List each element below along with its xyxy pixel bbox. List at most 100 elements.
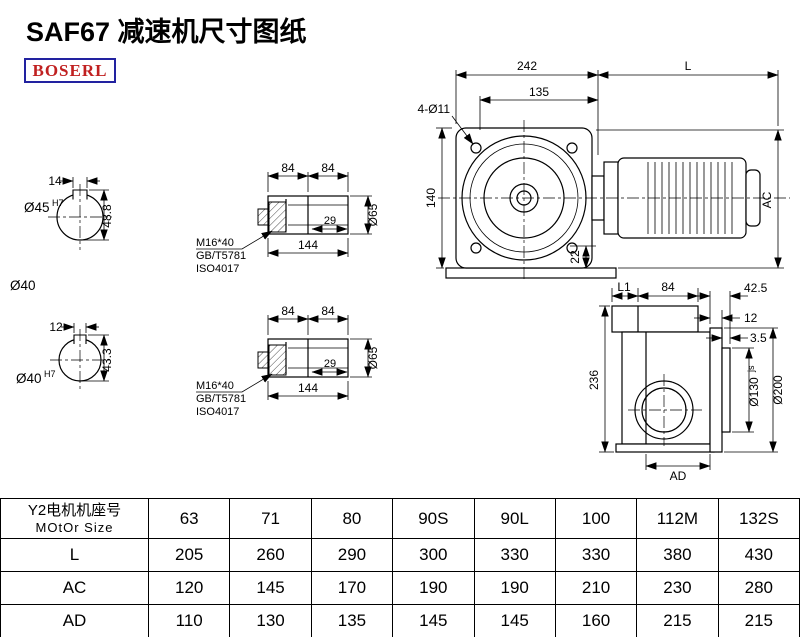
table-cell: 130	[229, 604, 312, 637]
table-cell: 145	[392, 604, 475, 637]
bolt-spec-1: M16*40	[196, 237, 234, 249]
dim-L1: L1	[617, 280, 631, 294]
row-label-AD: AD	[0, 604, 149, 637]
dim-22: 22	[568, 250, 582, 264]
table-cell: 210	[554, 571, 638, 605]
shaft-detail-bottom: 84 84 29 144 Ø65 M16*40 GB/T5781 ISO4017	[196, 304, 380, 418]
dim-144: 144	[298, 238, 318, 252]
bolt-spec-2: GB/T5781	[196, 250, 246, 262]
bolt-section	[268, 201, 287, 233]
bolt-hole	[566, 242, 578, 254]
dim-144: 144	[298, 381, 318, 395]
dim-bore-45-tol: H7	[52, 198, 64, 208]
table-cell: 330	[473, 538, 556, 572]
dim-242: 242	[517, 59, 537, 73]
dim-140: 140	[424, 188, 438, 208]
table-cell: 120	[147, 571, 231, 605]
output-bore	[634, 380, 694, 440]
side-view: L1 84 42.5 12 3.5 236 Ø1	[587, 280, 785, 483]
dim-48-8: 48.8	[100, 204, 114, 228]
table-cell: 260	[229, 538, 312, 572]
dim-d65: Ø65	[366, 346, 380, 369]
size-cell: 100	[554, 498, 638, 539]
size-cell: 90S	[392, 498, 475, 539]
table-cell: 290	[310, 538, 394, 572]
dim-43-3: 43.3	[100, 348, 114, 372]
row-label-L: L	[0, 538, 149, 572]
table-cell: 145	[229, 571, 312, 605]
dim-d130: Ø130	[747, 377, 761, 407]
boserl-logo-text: BOSERL	[32, 60, 108, 80]
table-row-AD: AD 110 130 135 145 145 160 215 215	[0, 604, 800, 637]
table-cell: 205	[147, 538, 231, 572]
technical-drawing: 242 L 135 4-Ø11 140 AC 22	[10, 59, 790, 483]
dim-29: 29	[324, 358, 336, 370]
bore-section-45: 14 48.8 Ø45 H7 Ø40	[10, 174, 114, 293]
size-cell: 71	[229, 498, 312, 539]
dim-84b: 84	[321, 161, 335, 175]
motor-size-header-en: MOtOr Size	[35, 520, 114, 535]
front-view: 242 L 135 4-Ø11 140 AC 22	[418, 59, 790, 280]
dim-84b: 84	[321, 304, 335, 318]
gearbox-base	[445, 267, 617, 279]
size-cell: 132S	[717, 498, 800, 539]
table-cell: 430	[717, 538, 800, 572]
table-cell: 330	[554, 538, 638, 572]
dim-135: 135	[529, 85, 549, 99]
table-cell: 160	[554, 604, 638, 637]
side-base	[615, 443, 715, 453]
dim-14: 14	[48, 174, 62, 188]
bolt-spec-1: M16*40	[196, 380, 234, 392]
row-label-AC: AC	[0, 571, 149, 605]
table-cell: 280	[717, 571, 800, 605]
dim-84a: 84	[281, 304, 295, 318]
bolt-head	[257, 351, 270, 369]
table-cell: 190	[473, 571, 556, 605]
dim-d65: Ø65	[366, 203, 380, 226]
bolt-hole	[470, 142, 482, 154]
size-cell: 90L	[473, 498, 556, 539]
page-title: SAF67 减速机尺寸图纸	[26, 17, 307, 47]
size-cell: 63	[147, 498, 231, 539]
size-cell: 80	[310, 498, 394, 539]
dim-d130-tol: js	[746, 365, 756, 373]
motor-size-header: Y2电机机座号 MOtOr Size	[0, 498, 149, 539]
dim-bore-45: Ø45	[24, 200, 50, 215]
dim-d200: Ø200	[771, 375, 785, 405]
table-cell: 230	[636, 571, 719, 605]
table-cell: 135	[310, 604, 394, 637]
bolt-spec-3: ISO4017	[196, 263, 239, 275]
dim-bore-40-tol: H7	[44, 369, 56, 379]
flange-circle	[461, 135, 587, 261]
bolt-hole	[566, 142, 578, 154]
motor-dimension-table: Y2电机机座号 MOtOr Size 63 71 80 90S 90L 100 …	[0, 498, 800, 637]
spigot-130	[721, 347, 731, 433]
table-cell: 190	[392, 571, 475, 605]
bolt-head	[257, 208, 270, 226]
bolt-spec-3: ISO4017	[196, 406, 239, 418]
dim-bolt-holes: 4-Ø11	[418, 102, 451, 116]
dim-bore-40: Ø40	[16, 371, 42, 386]
dim-236: 236	[587, 370, 601, 390]
dim-84: 84	[661, 280, 675, 294]
bore-section-40: 12 43.3 Ø40 H7	[16, 320, 114, 391]
table-cell: 380	[636, 538, 719, 572]
table-cell: 170	[310, 571, 394, 605]
dim-3-5: 3.5	[750, 331, 767, 345]
shaft-detail-top: 84 84 29 144 Ø65 M16*40 GB/T5781 ISO4017	[196, 161, 380, 275]
dim-AD: AD	[670, 469, 687, 483]
bolt-hole	[470, 242, 482, 254]
table-cell: 110	[147, 604, 231, 637]
table-cell: 215	[636, 604, 719, 637]
dim-AC: AC	[760, 191, 774, 208]
dim-L: L	[685, 59, 692, 73]
dim-84a: 84	[281, 161, 295, 175]
table-row-AC: AC 120 145 170 190 190 210 230 280	[0, 571, 800, 605]
bolt-section	[268, 344, 287, 376]
bolt-spec-2: GB/T5781	[196, 393, 246, 405]
table-header-row: Y2电机机座号 MOtOr Size 63 71 80 90S 90L 100 …	[0, 498, 800, 539]
boserl-logo: BOSERL	[24, 58, 116, 83]
label-shaft-40: Ø40	[10, 278, 36, 293]
table-cell: 215	[717, 604, 800, 637]
